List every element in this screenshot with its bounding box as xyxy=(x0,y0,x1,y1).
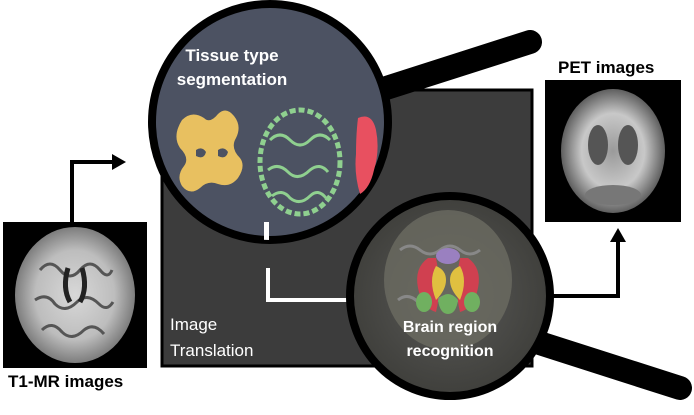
white-matter-map xyxy=(176,110,243,192)
segmentation-lens xyxy=(148,0,392,244)
pet-label: PET images xyxy=(558,58,655,77)
region-lens xyxy=(346,192,554,400)
translation-line-2: Translation xyxy=(170,341,254,360)
magnifier-handle-top xyxy=(368,30,542,102)
tissue-title-line-1: Tissue type xyxy=(185,46,279,65)
tissue-title-line-2: segmentation xyxy=(176,70,288,89)
magnifier-handle-bottom xyxy=(518,328,692,400)
image-translation-label: Image Translation xyxy=(170,312,290,364)
t1-mr-image xyxy=(3,222,147,368)
gray-matter-map xyxy=(257,107,343,217)
arrow-region-to-pet xyxy=(548,242,620,298)
region-title-line-1: Brain region xyxy=(402,319,498,336)
arrow-segmentation-to-region xyxy=(266,268,356,302)
pet-image xyxy=(545,80,681,222)
t1-mr-label: T1-MR images xyxy=(8,372,124,391)
brain-region-map xyxy=(416,248,480,314)
translation-line-1: Image xyxy=(170,315,218,334)
csf-map xyxy=(355,116,378,194)
tissue-segmentation-title: Tissue type segmentation xyxy=(152,44,312,92)
region-title-line-2: recognition xyxy=(406,343,494,360)
region-recognition-title: Brain region recognition xyxy=(380,316,520,364)
arrow-t1-to-segmentation xyxy=(70,160,112,222)
